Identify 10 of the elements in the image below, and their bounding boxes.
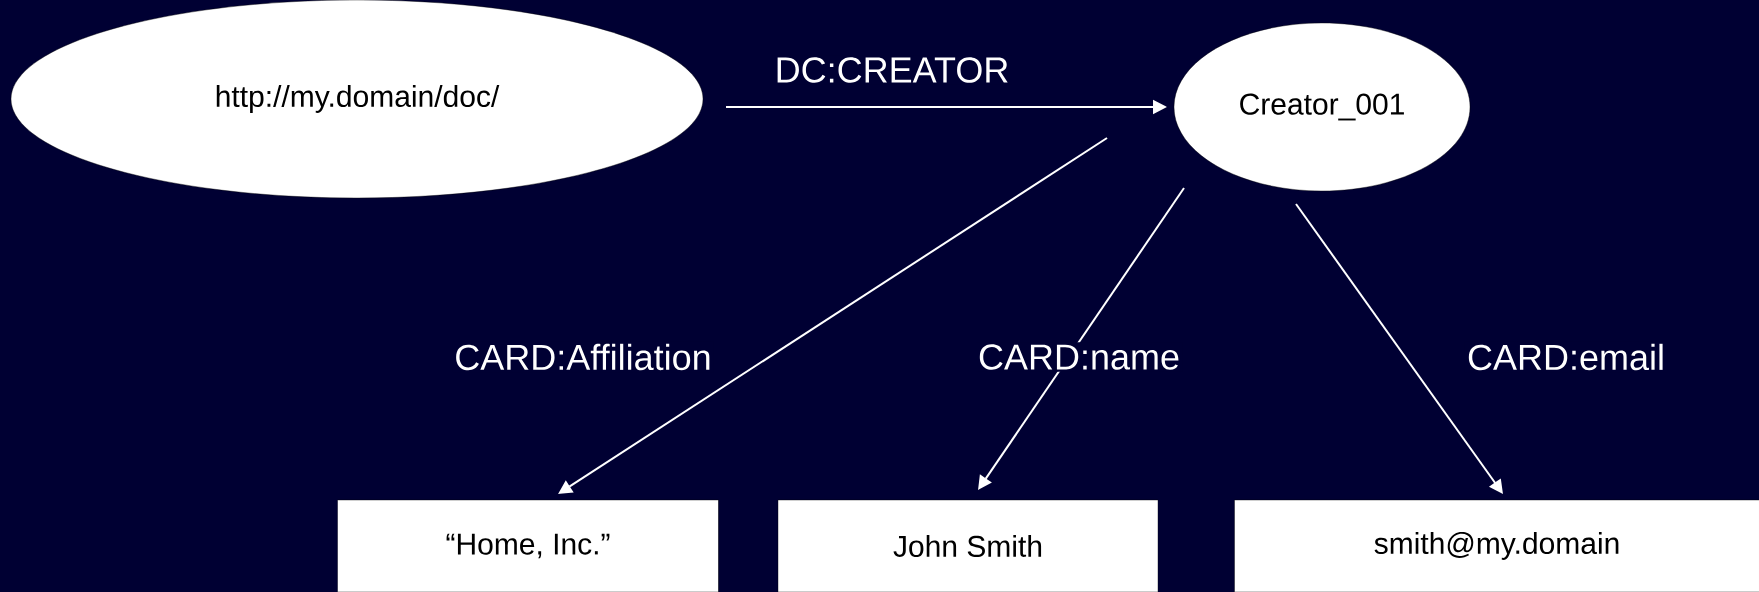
- edge-label: CARD:name: [976, 342, 1183, 372]
- edge-label: CARD:email: [1465, 341, 1668, 373]
- edge-label: DC:CREATOR: [772, 55, 1012, 85]
- arrow: [558, 137, 1108, 494]
- edge-label: CARD:Affiliation: [452, 341, 714, 373]
- arrow: [978, 187, 1185, 490]
- arrow: [1295, 203, 1503, 494]
- literal-box: “Home, Inc.”: [337, 499, 719, 592]
- literal-box: John Smith: [777, 499, 1159, 592]
- literal-box: smith@my.domain: [1234, 499, 1759, 592]
